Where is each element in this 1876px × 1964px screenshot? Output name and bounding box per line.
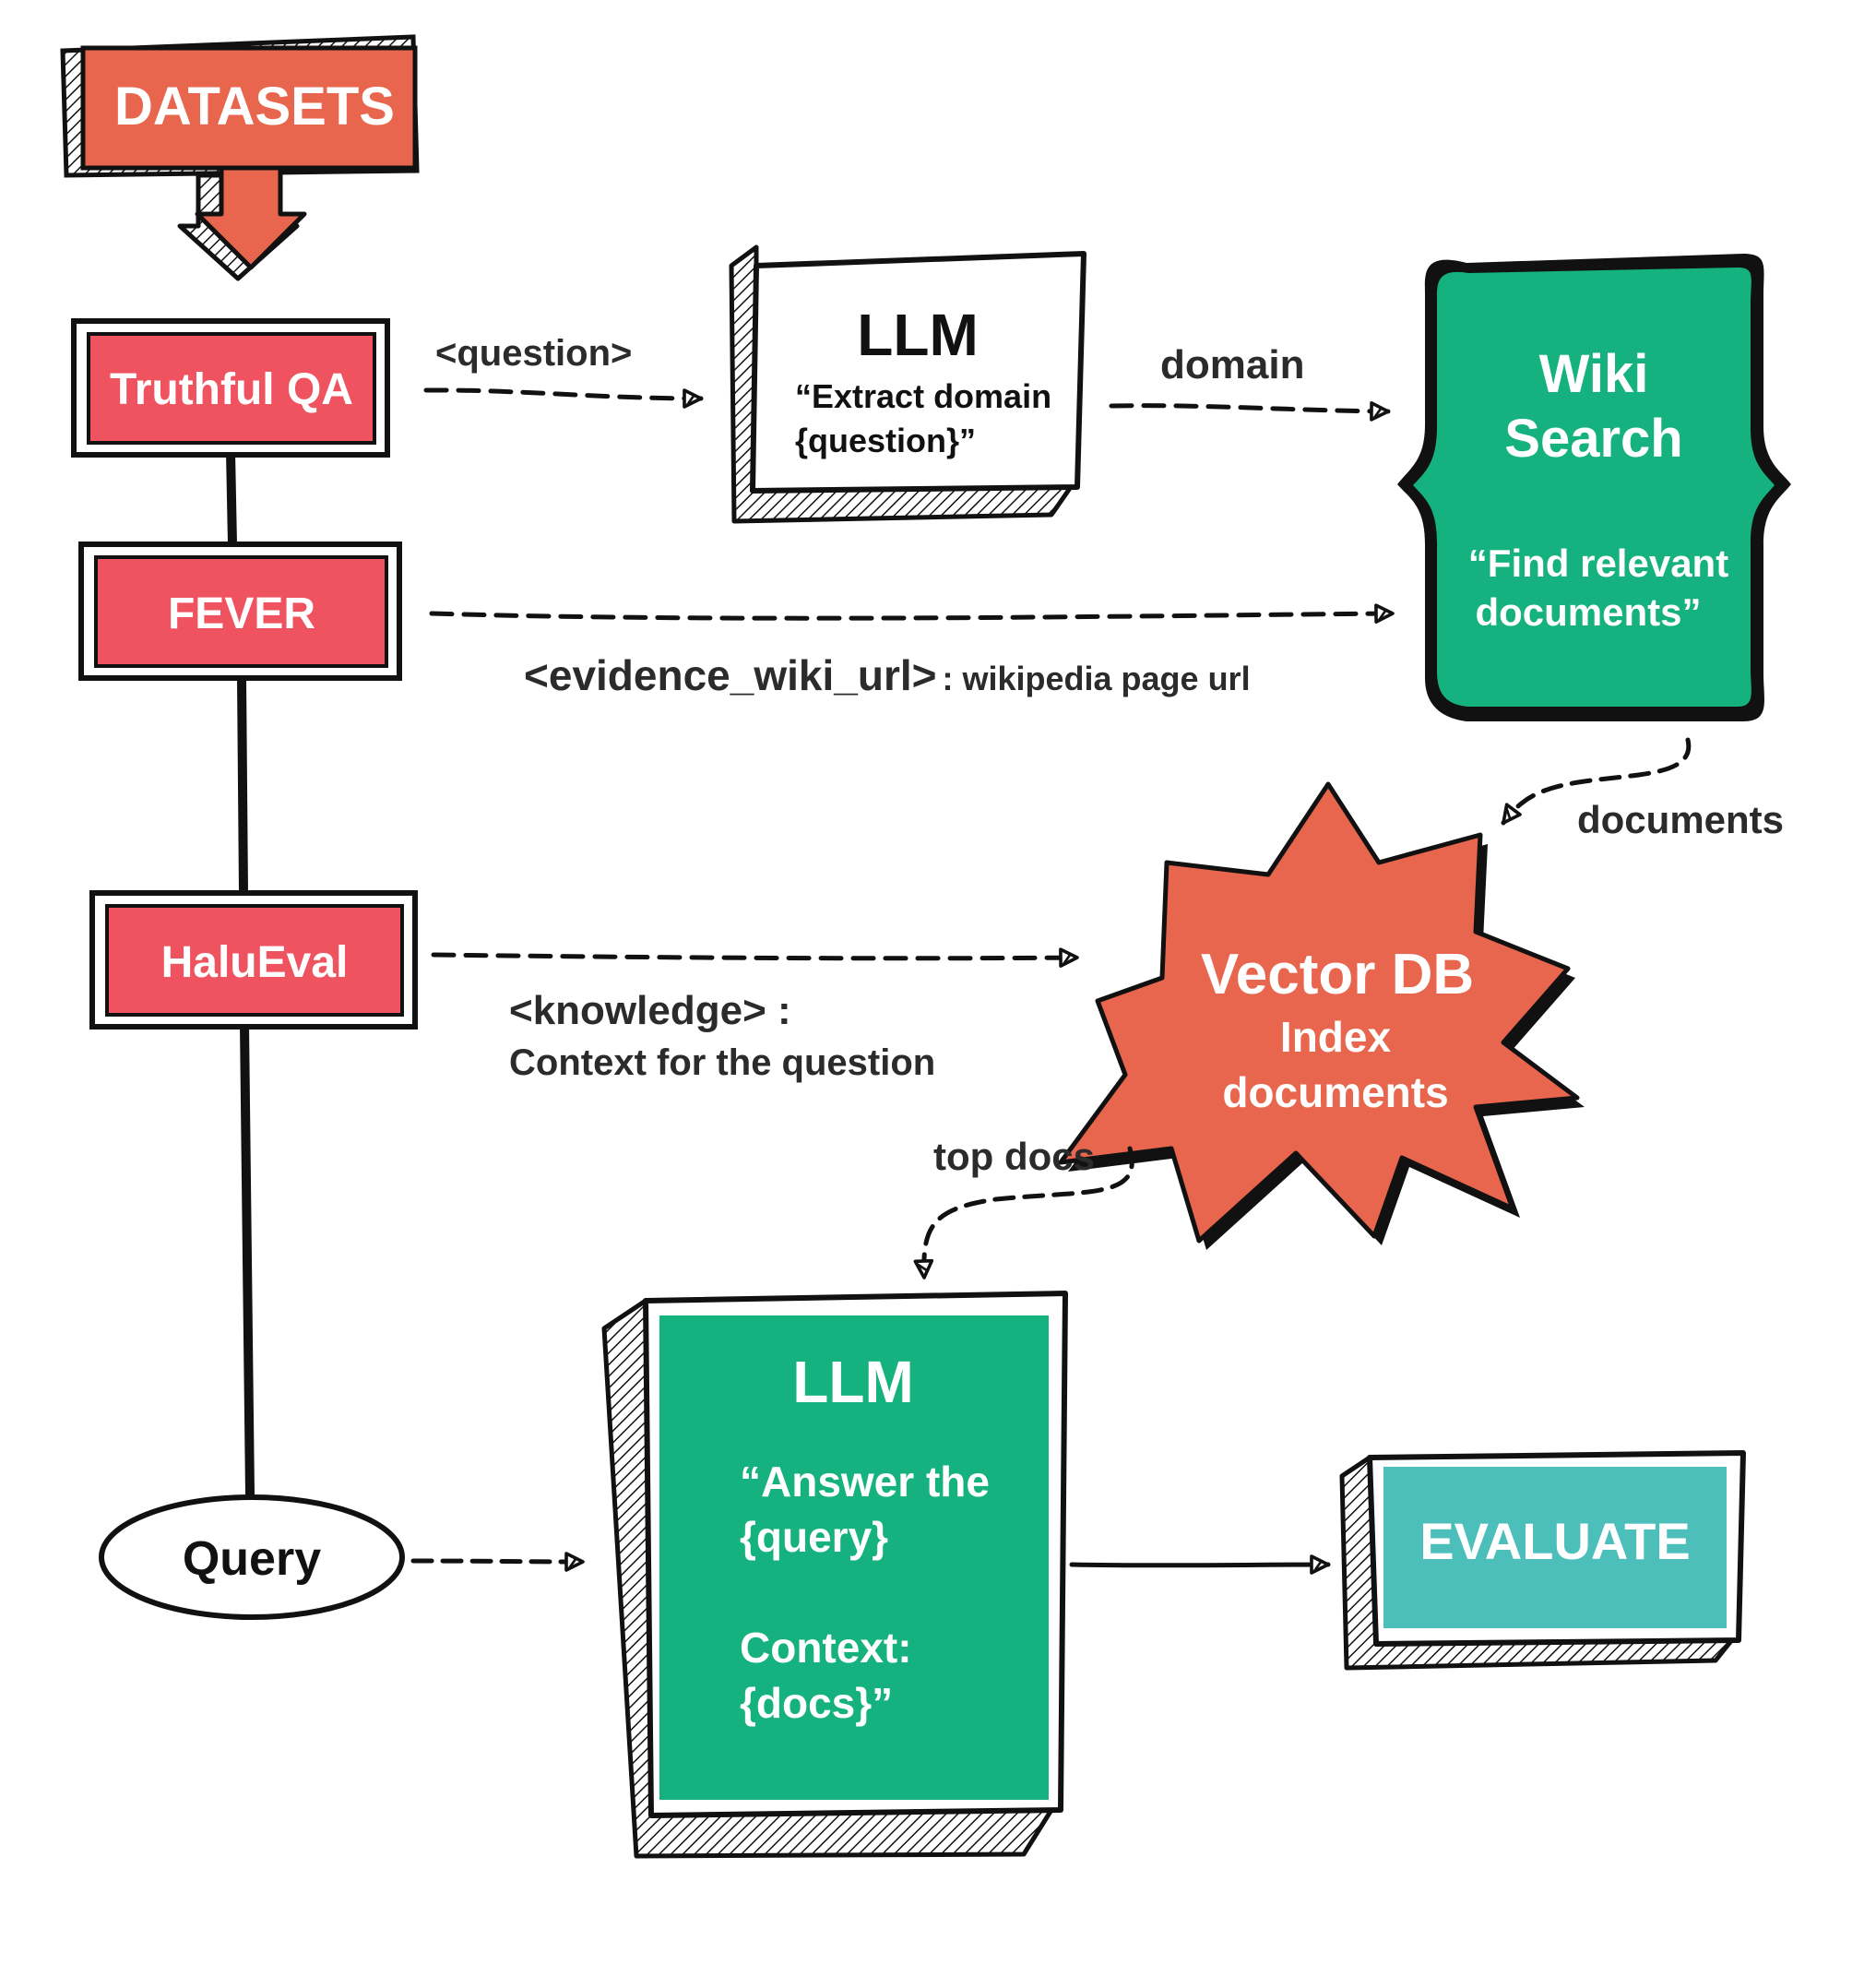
edge-label-evidence-key: <evidence_wiki_url> (524, 651, 937, 699)
edge-evidence (429, 613, 1393, 618)
wiki-search-node: Wiki Search “Find relevant documents” (1397, 254, 1791, 721)
llm-answer-line1: “Answer the (740, 1458, 990, 1506)
edge-domain (1109, 406, 1388, 411)
halueval-label: HaluEval (161, 938, 349, 987)
wiki-search-desc-line2: documents” (1475, 590, 1701, 634)
edge-label-top-docs: top docs (933, 1135, 1095, 1178)
truthful-qa-node[interactable]: Truthful QA (71, 318, 390, 458)
fever-label: FEVER (168, 589, 315, 638)
vector-db-title: Vector DB (1201, 943, 1474, 1006)
edge-label-knowledge-desc: Context for the question (509, 1042, 935, 1083)
dataset-spine-line (226, 447, 255, 1499)
fever-node[interactable]: FEVER (78, 542, 402, 681)
llm-answer-line2: {query} (740, 1513, 888, 1561)
evaluate-label: EVALUATE (1419, 1512, 1690, 1570)
edge-label-evidence: <evidence_wiki_url>: wikipedia page url (524, 651, 1251, 699)
llm-extract-prompt-line2: {question}” (795, 422, 976, 459)
edge-label-documents: documents (1577, 798, 1784, 841)
query-label: Query (183, 1532, 321, 1586)
edge-top-docs (924, 1146, 1134, 1278)
evaluate-node[interactable]: EVALUATE (1339, 1450, 1746, 1671)
halueval-node[interactable]: HaluEval (89, 890, 418, 1030)
vector-db-desc-line2: documents (1222, 1068, 1448, 1116)
edges (410, 390, 1692, 1565)
query-node[interactable]: Query (99, 1494, 405, 1620)
llm-extract-prompt-line1: “Extract domain (795, 377, 1051, 415)
llm-answer-node: LLM “Answer the {query} Context: {docs}” (601, 1291, 1068, 1859)
vector-db-desc-line1: Index (1280, 1013, 1392, 1061)
llm-answer-line4: {docs}” (740, 1679, 893, 1727)
wiki-search-title-line1: Wiki (1539, 344, 1649, 404)
edge-label-domain: domain (1160, 342, 1304, 387)
llm-extract-title: LLM (857, 302, 979, 368)
llm-answer-title: LLM (792, 1349, 914, 1415)
wiki-search-title-line2: Search (1504, 409, 1682, 469)
edge-label-evidence-desc: : wikipedia page url (943, 660, 1251, 697)
edge-question (423, 390, 701, 399)
llm-extract-node: LLM “Extract domain {question}” (729, 244, 1086, 524)
edge-label-question: <question> (435, 333, 632, 374)
vector-db-node: Vector DB Index documents (1058, 781, 1585, 1250)
edge-documents (1503, 737, 1692, 823)
truthful-qa-label: Truthful QA (110, 365, 353, 414)
datasets-node: DATASETS (60, 34, 420, 281)
datasets-title: DATASETS (114, 77, 395, 137)
edge-query (410, 1561, 583, 1562)
edge-knowledge (431, 955, 1077, 958)
edge-label-knowledge-key: <knowledge> : (509, 988, 791, 1033)
llm-answer-line3: Context: (740, 1624, 912, 1672)
wiki-search-desc-line1: “Find relevant (1468, 542, 1728, 585)
